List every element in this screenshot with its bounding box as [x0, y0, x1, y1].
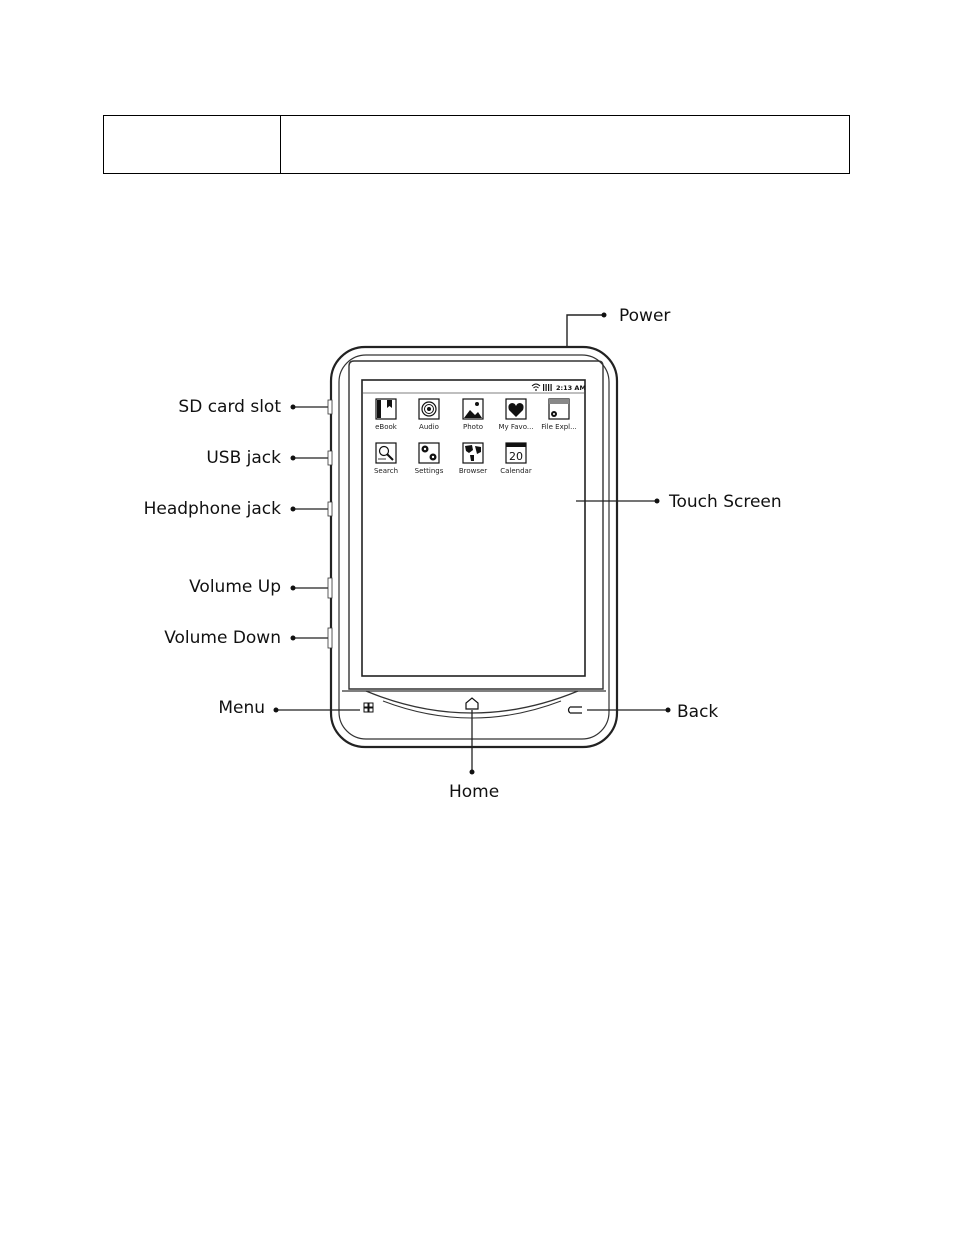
menu-icon[interactable]	[363, 702, 374, 713]
callout-home: Home	[449, 782, 500, 802]
app-photo[interactable]: Photo	[462, 398, 484, 431]
table-cell-label	[104, 116, 281, 173]
callout-touch-screen: Touch Screen	[669, 492, 782, 512]
app-label: Audio	[419, 423, 439, 431]
home-icon[interactable]	[465, 697, 479, 710]
callout-back: Back	[677, 702, 719, 722]
callout-volume-up: Volume Up	[189, 577, 281, 597]
app-label: File Expl...	[541, 423, 577, 431]
callout-headphone-jack: Headphone jack	[143, 499, 281, 519]
calendar-day: 20	[509, 450, 523, 463]
header-table	[103, 115, 850, 174]
power-leader	[566, 314, 603, 347]
app-label: Settings	[415, 467, 444, 475]
power-dot	[601, 312, 607, 318]
touch-screen	[361, 379, 586, 677]
app-file-explorer[interactable]: File Expl...	[541, 398, 577, 431]
app-browser[interactable]: Browser	[459, 442, 487, 475]
app-calendar[interactable]: 20 Calendar	[500, 442, 532, 475]
app-label: Browser	[459, 467, 487, 475]
callout-sd-card-slot: SD card slot	[178, 397, 281, 417]
app-ebook[interactable]: eBook	[375, 398, 398, 431]
app-my-favorites[interactable]: My Favo...	[498, 398, 534, 431]
app-label: eBook	[375, 423, 398, 431]
app-label: Photo	[463, 423, 483, 431]
app-search[interactable]: Search	[374, 442, 398, 475]
callout-volume-down: Volume Down	[164, 628, 281, 648]
back-icon[interactable]	[567, 706, 583, 714]
app-label: Calendar	[500, 467, 532, 475]
callout-power: Power	[619, 306, 671, 326]
wifi-icon	[531, 383, 541, 391]
app-settings[interactable]: Settings	[415, 442, 444, 475]
status-time: 2:13 AM	[556, 384, 586, 392]
app-label: My Favo...	[498, 423, 533, 431]
app-audio[interactable]: Audio	[418, 398, 440, 431]
device-bezel	[348, 360, 604, 690]
app-label: Search	[374, 467, 398, 475]
callout-menu: Menu	[218, 698, 265, 718]
callout-usb-jack: USB jack	[206, 448, 281, 468]
signal-icon	[543, 384, 552, 391]
device-body-inner	[338, 354, 610, 740]
